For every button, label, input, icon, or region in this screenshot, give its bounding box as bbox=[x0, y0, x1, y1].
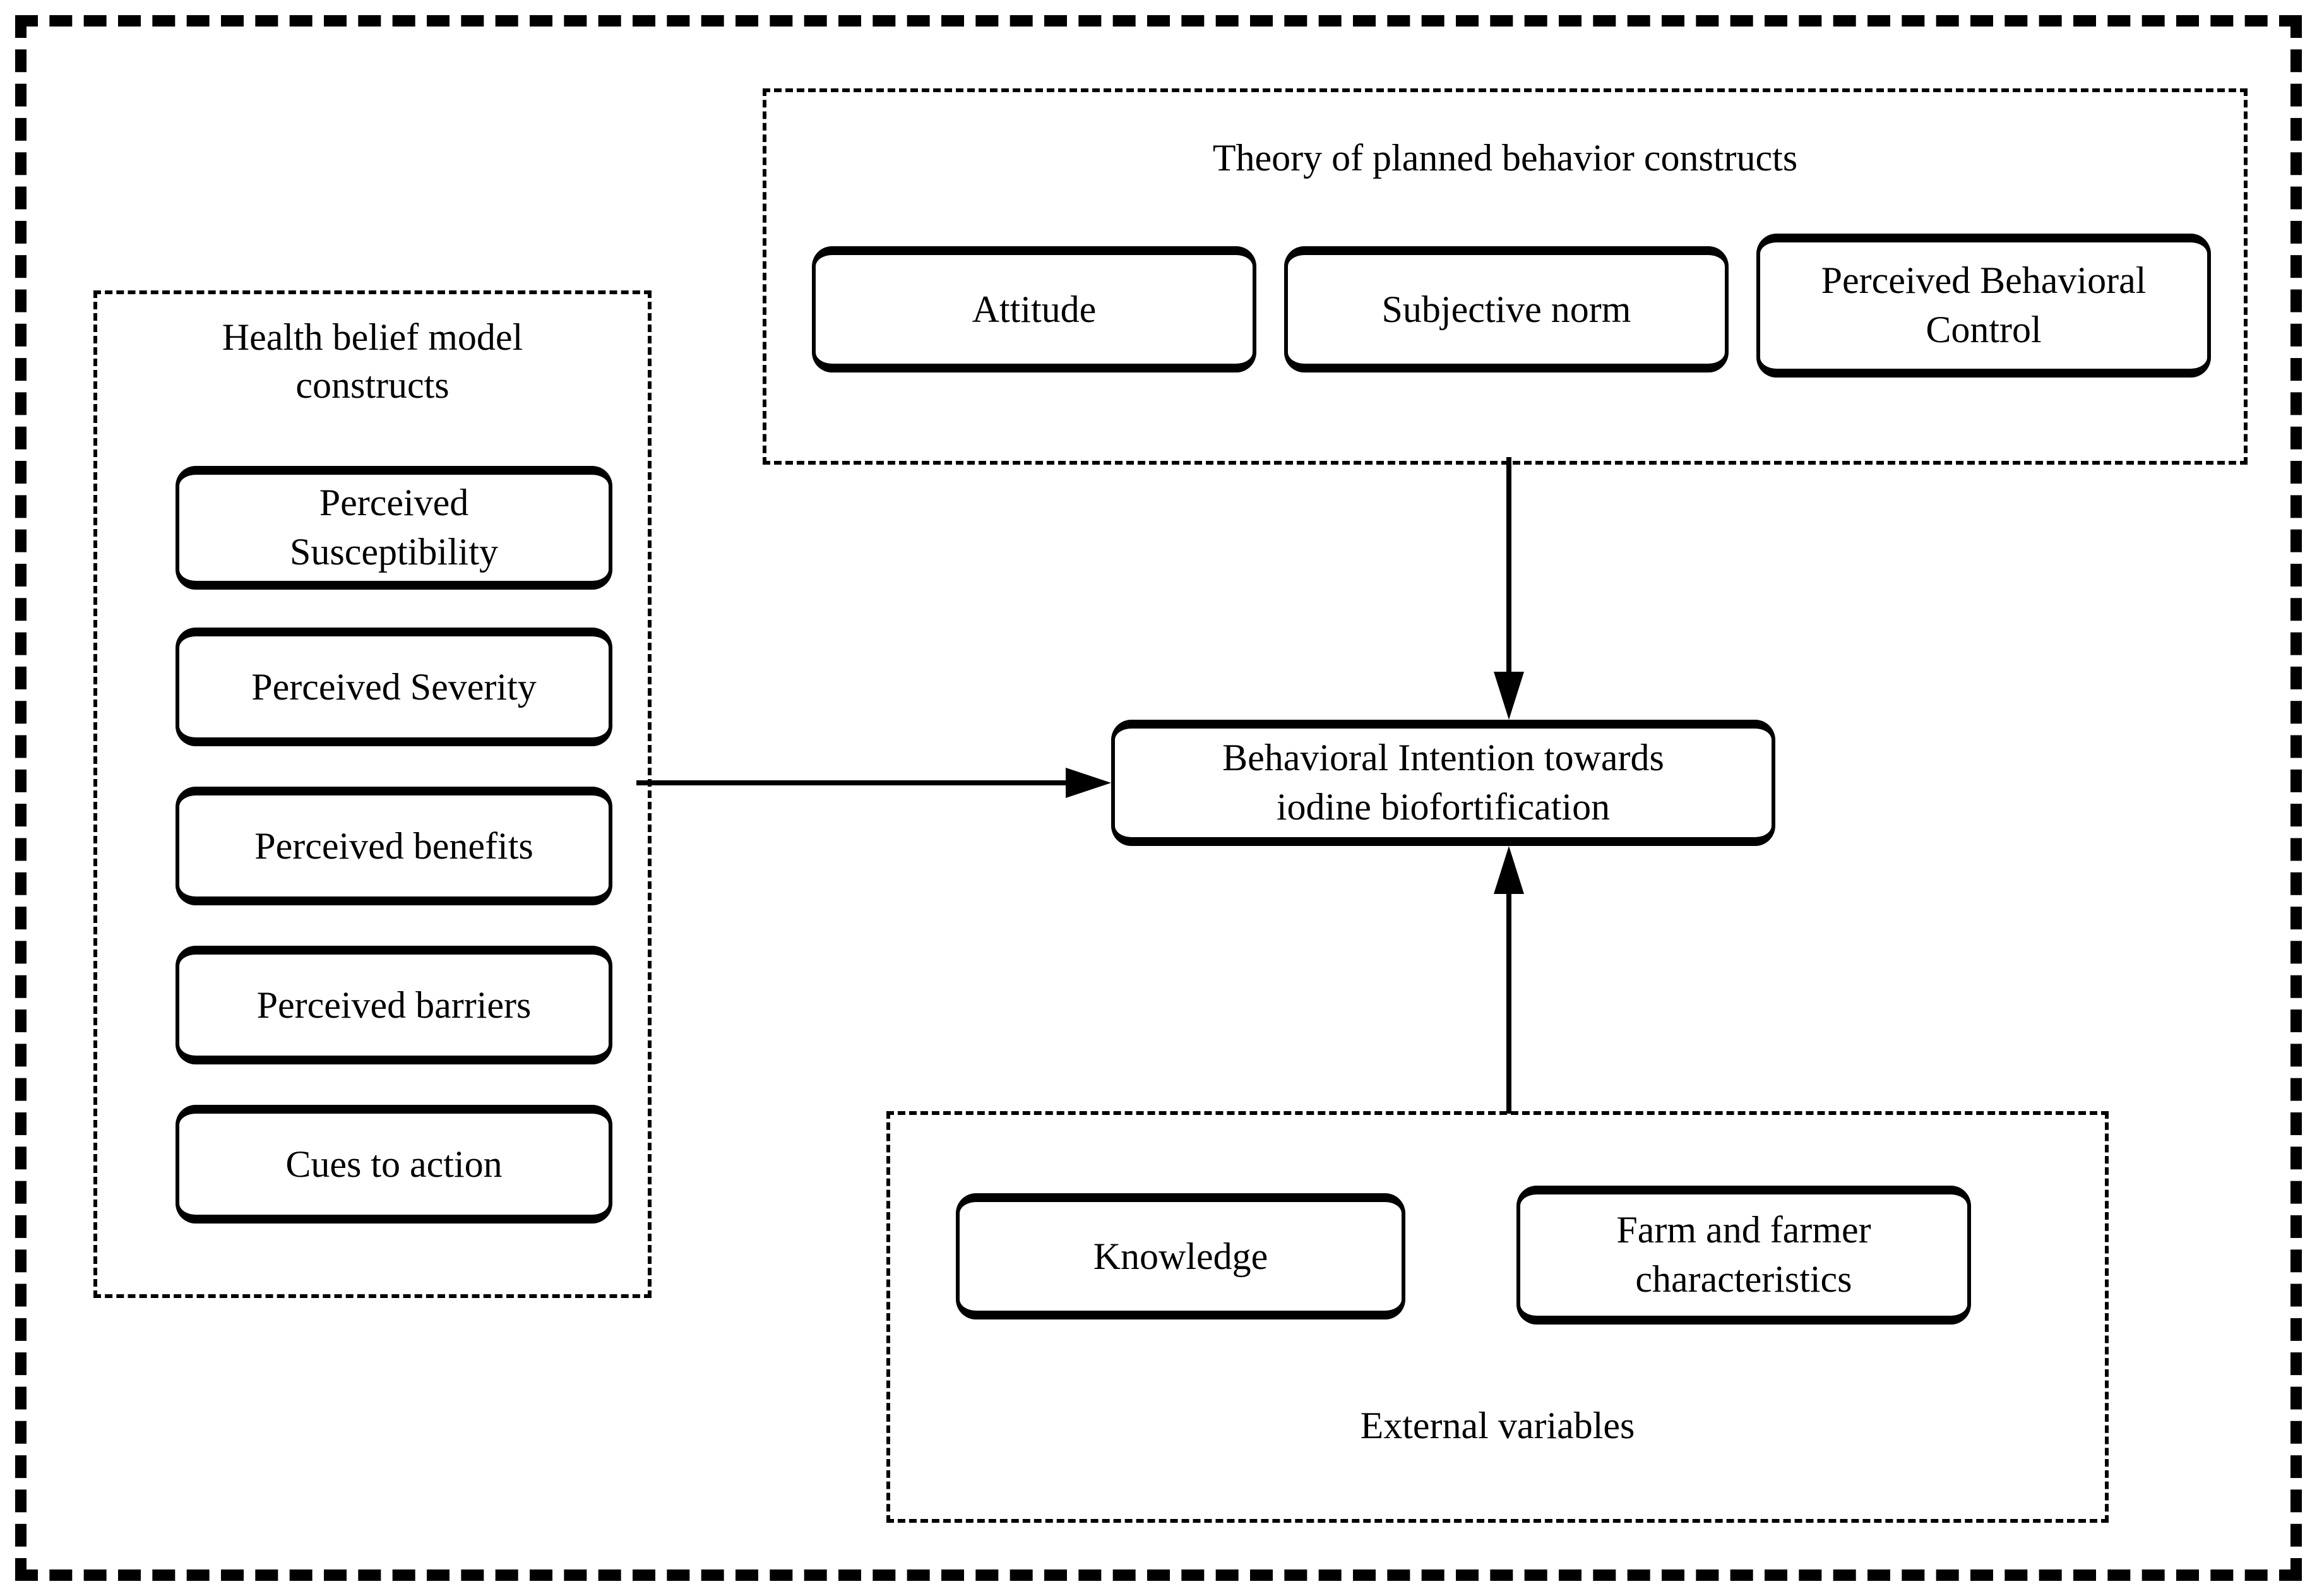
hbm-group-title: Health belief model constructs bbox=[222, 317, 523, 407]
node-behavioral-intention: Behavioral Intention towards iodine biof… bbox=[1111, 720, 1775, 846]
node-knowledge: Knowledge bbox=[956, 1193, 1405, 1319]
node-perceived-barriers: Perceived barriers bbox=[176, 946, 612, 1064]
node-attitude: Attitude bbox=[812, 246, 1256, 372]
external-group-title: External variables bbox=[1360, 1405, 1635, 1447]
tpb-group-title: Theory of planned behavior constructs bbox=[1212, 138, 1798, 179]
node-farm-farmer-characteristics: Farm and farmer characteristics bbox=[1516, 1186, 1971, 1325]
node-perceived-benefits: Perceived benefits bbox=[176, 787, 612, 905]
node-subjective-norm: Subjective norm bbox=[1284, 246, 1729, 372]
tpb-group: Theory of planned behavior constructs At… bbox=[763, 88, 2248, 465]
node-perceived-susceptibility: Perceived Susceptibility bbox=[176, 466, 612, 590]
external-group: Knowledge Farm and farmer characteristic… bbox=[886, 1111, 2109, 1523]
node-perceived-severity: Perceived Severity bbox=[176, 628, 612, 746]
node-cues-to-action: Cues to action bbox=[176, 1105, 612, 1224]
node-perceived-behavioral-control: Perceived Behavioral Control bbox=[1756, 234, 2211, 378]
hbm-group: Health belief model constructs Perceived… bbox=[93, 290, 652, 1298]
figure-outer-border bbox=[15, 15, 2302, 1581]
